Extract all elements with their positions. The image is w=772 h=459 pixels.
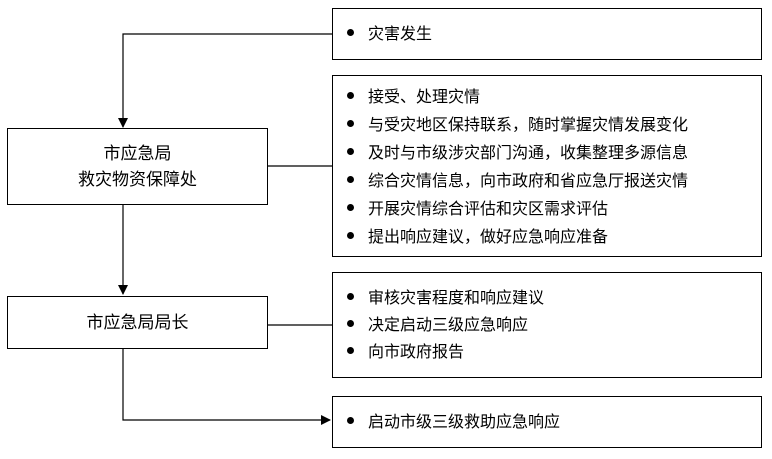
bullet-icon [347, 204, 354, 211]
bullet-icon [347, 92, 354, 99]
trigger-text: 灾害发生 [368, 24, 433, 43]
director-box: 市应急局局长 [7, 296, 268, 349]
office-tasks-box: 接受、处理灾情 与受灾地区保持联系，随时掌握灾情发展变化 及时与市级涉灾部门沟通… [332, 75, 762, 257]
office-task-3: 及时与市级涉灾部门沟通，收集整理多源信息 [368, 143, 689, 162]
list-item: 决定启动三级应急响应 [345, 311, 528, 338]
bullet-icon [347, 417, 354, 424]
bullet-icon [347, 29, 354, 36]
list-item: 灾害发生 [345, 20, 432, 47]
director-task-3: 向市政府报告 [368, 342, 465, 361]
list-item: 向市政府报告 [345, 338, 464, 365]
connector-trigger-to-office [118, 33, 332, 128]
bullet-icon [347, 320, 354, 327]
director-line-1: 市应急局局长 [86, 312, 189, 333]
bullet-icon [347, 293, 354, 300]
office-task-6: 提出响应建议，做好应急响应准备 [368, 227, 609, 246]
bullet-icon [347, 232, 354, 239]
office-task-2: 与受灾地区保持联系，随时掌握灾情发展变化 [368, 115, 689, 134]
relief-office-line-1: 市应急局 [103, 143, 172, 164]
director-tasks-box: 审核灾害程度和响应建议 决定启动三级应急响应 向市政府报告 [332, 272, 762, 378]
office-task-4: 综合灾情信息，向市政府和省应急厅报送灾情 [368, 171, 689, 190]
list-item: 审核灾害程度和响应建议 [345, 284, 544, 311]
list-item: 综合灾情信息，向市政府和省应急厅报送灾情 [345, 167, 688, 194]
trigger-box: 灾害发生 [332, 8, 762, 60]
outcome-box: 启动市级三级救助应急响应 [332, 396, 762, 448]
office-task-5: 开展灾情综合评估和灾区需求评估 [368, 199, 609, 218]
bullet-icon [347, 148, 354, 155]
list-item: 及时与市级涉灾部门沟通，收集整理多源信息 [345, 139, 688, 166]
list-item: 与受灾地区保持联系，随时掌握灾情发展变化 [345, 111, 688, 138]
office-task-1: 接受、处理灾情 [368, 87, 481, 106]
outcome-text: 启动市级三级救助应急响应 [368, 412, 561, 431]
list-item: 启动市级三级救助应急响应 [345, 408, 560, 435]
connector-director-to-outcome [122, 349, 331, 425]
bullet-icon [347, 120, 354, 127]
bullet-icon [347, 176, 354, 183]
bullet-icon [347, 347, 354, 354]
list-item: 提出响应建议，做好应急响应准备 [345, 223, 608, 250]
relief-office-line-2: 救灾物资保障处 [78, 169, 197, 190]
list-item: 开展灾情综合评估和灾区需求评估 [345, 195, 608, 222]
director-task-1: 审核灾害程度和响应建议 [368, 288, 545, 307]
relief-office-box: 市应急局 救灾物资保障处 [7, 128, 268, 205]
director-task-2: 决定启动三级应急响应 [368, 315, 529, 334]
list-item: 接受、处理灾情 [345, 83, 480, 110]
